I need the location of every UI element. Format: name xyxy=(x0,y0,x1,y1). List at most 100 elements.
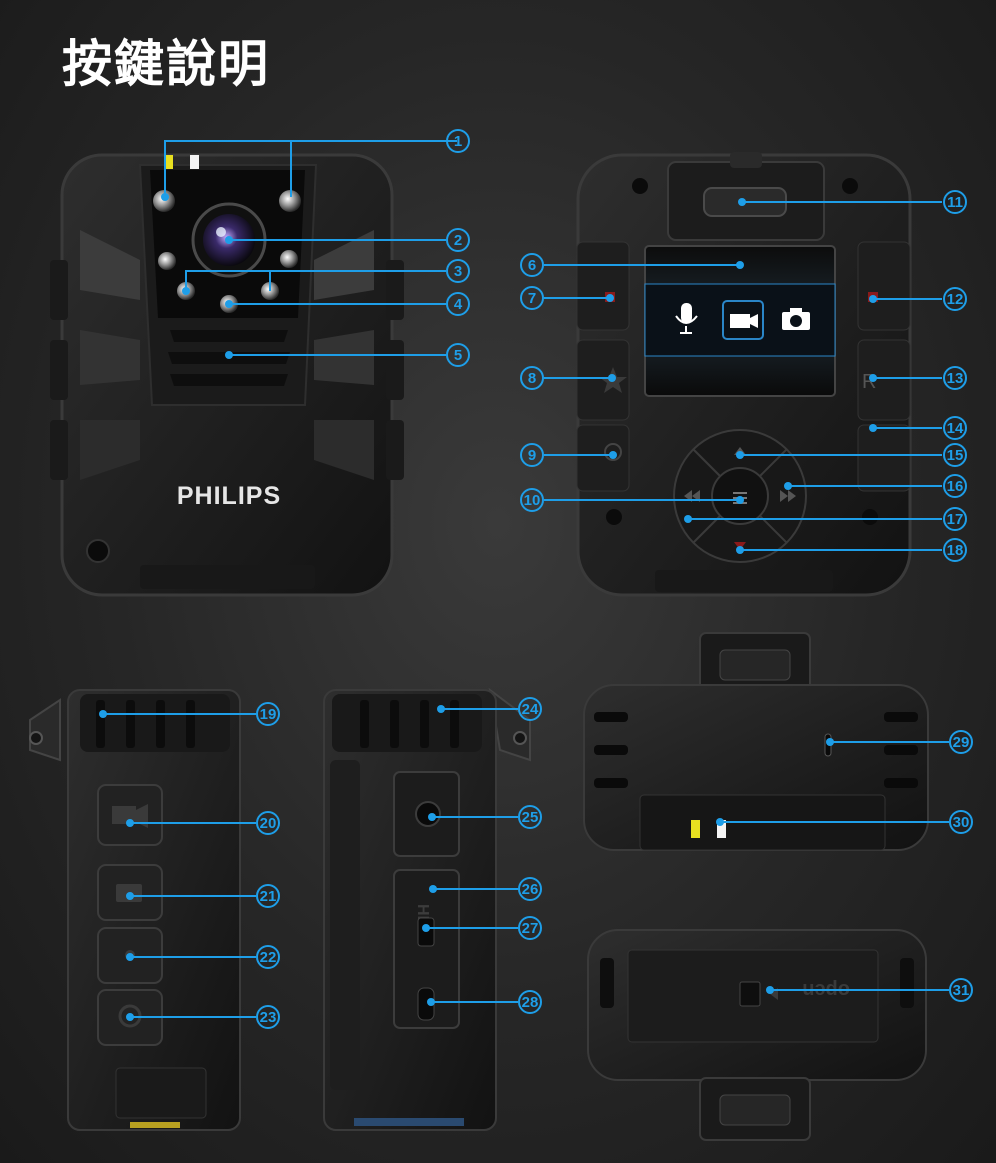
callout-number: 6 xyxy=(528,257,536,274)
callout-dot xyxy=(736,496,744,504)
callout-badge xyxy=(518,916,542,940)
callout-badge xyxy=(943,287,967,311)
callout-21: 21 xyxy=(126,884,280,908)
callout-dot xyxy=(869,424,877,432)
callout-number: 5 xyxy=(454,347,462,364)
callout-dot xyxy=(126,953,134,961)
callout-number: 26 xyxy=(522,881,539,898)
callout-number: 17 xyxy=(947,511,964,528)
callout-28: 28 xyxy=(427,990,542,1014)
callout-dot xyxy=(225,351,233,359)
callout-badge xyxy=(949,978,973,1002)
callout-number: 9 xyxy=(528,447,536,464)
callout-number: 22 xyxy=(260,949,277,966)
callout-8: 8 xyxy=(520,366,616,390)
callout-3: 3 xyxy=(182,259,470,295)
callout-dot xyxy=(428,813,436,821)
callout-dot xyxy=(126,1013,134,1021)
callout-dot xyxy=(609,451,617,459)
callout-10: 10 xyxy=(520,488,744,512)
callout-dot xyxy=(182,287,190,295)
callout-dot xyxy=(429,885,437,893)
callout-19: 19 xyxy=(99,702,280,726)
callout-number: 10 xyxy=(524,492,541,509)
camera-icon xyxy=(782,308,810,330)
callout-badge xyxy=(520,253,544,277)
callout-number: 1 xyxy=(454,133,462,150)
callout-dot xyxy=(784,482,792,490)
callout-17: 17 xyxy=(684,507,967,531)
microphone-icon xyxy=(675,303,698,334)
callout-badge xyxy=(446,129,470,153)
callout-number: 19 xyxy=(260,706,277,723)
callout-dot xyxy=(736,546,744,554)
callout-25: 25 xyxy=(428,805,542,829)
callout-dot xyxy=(606,294,614,302)
callout-badge xyxy=(256,702,280,726)
callout-number: 24 xyxy=(522,701,539,718)
callout-layer: 1234567891011121314151617181920212223242… xyxy=(99,129,973,1029)
callout-badge xyxy=(256,884,280,908)
callout-number: 23 xyxy=(260,1009,277,1026)
callout-number: 21 xyxy=(260,888,277,905)
callout-badge xyxy=(256,945,280,969)
bottom-view: open xyxy=(587,929,927,1141)
callout-number: 28 xyxy=(522,994,539,1011)
callout-16: 16 xyxy=(784,474,967,498)
callout-badge xyxy=(518,697,542,721)
left-side-view xyxy=(29,689,241,1131)
callout-20: 20 xyxy=(126,811,280,835)
callout-dot xyxy=(736,261,744,269)
callout-number: 11 xyxy=(947,194,963,211)
callout-badge xyxy=(446,292,470,316)
callout-badge xyxy=(446,259,470,283)
callout-7: 7 xyxy=(520,286,614,310)
callout-line xyxy=(185,270,446,291)
callout-badge xyxy=(520,286,544,310)
callout-number: 13 xyxy=(947,370,964,387)
callout-dot xyxy=(736,451,744,459)
callout-2: 2 xyxy=(225,228,470,252)
callout-dot xyxy=(826,738,834,746)
callout-dot xyxy=(869,374,877,382)
top-view xyxy=(583,632,929,851)
callout-badge xyxy=(943,538,967,562)
right-side-view: HDMI xyxy=(323,687,531,1131)
callout-number: 14 xyxy=(947,420,964,437)
callout-badge xyxy=(446,343,470,367)
callout-number: 31 xyxy=(953,982,970,999)
callout-number: 16 xyxy=(947,478,964,495)
callout-12: 12 xyxy=(869,287,967,311)
callout-24: 24 xyxy=(437,697,542,721)
callout-badge xyxy=(943,443,967,467)
callout-badge xyxy=(949,730,973,754)
callout-23: 23 xyxy=(126,1005,280,1029)
callout-29: 29 xyxy=(826,730,973,754)
video-camera-icon xyxy=(722,300,764,340)
callout-15: 15 xyxy=(736,443,967,467)
callout-5: 5 xyxy=(225,343,470,367)
callout-dot xyxy=(126,892,134,900)
callout-number: 3 xyxy=(454,263,462,280)
callout-number: 8 xyxy=(528,370,536,387)
callout-badge xyxy=(943,474,967,498)
callout-dot xyxy=(99,710,107,718)
callout-4: 4 xyxy=(225,292,470,316)
callout-22: 22 xyxy=(126,945,280,969)
callout-number: 29 xyxy=(953,734,970,751)
back-view: R xyxy=(576,152,912,597)
callout-badge xyxy=(520,443,544,467)
callout-number: 12 xyxy=(947,291,964,308)
callout-badge xyxy=(520,488,544,512)
callout-dot xyxy=(225,236,233,244)
page-title: 按鍵說明 xyxy=(62,35,270,93)
callout-dot xyxy=(608,374,616,382)
callout-14: 14 xyxy=(869,416,967,440)
callout-number: 2 xyxy=(454,232,462,249)
callout-dot xyxy=(437,705,445,713)
callout-line xyxy=(164,140,457,197)
callout-badge xyxy=(520,366,544,390)
callout-number: 25 xyxy=(522,809,539,826)
callout-11: 11 xyxy=(738,190,967,214)
